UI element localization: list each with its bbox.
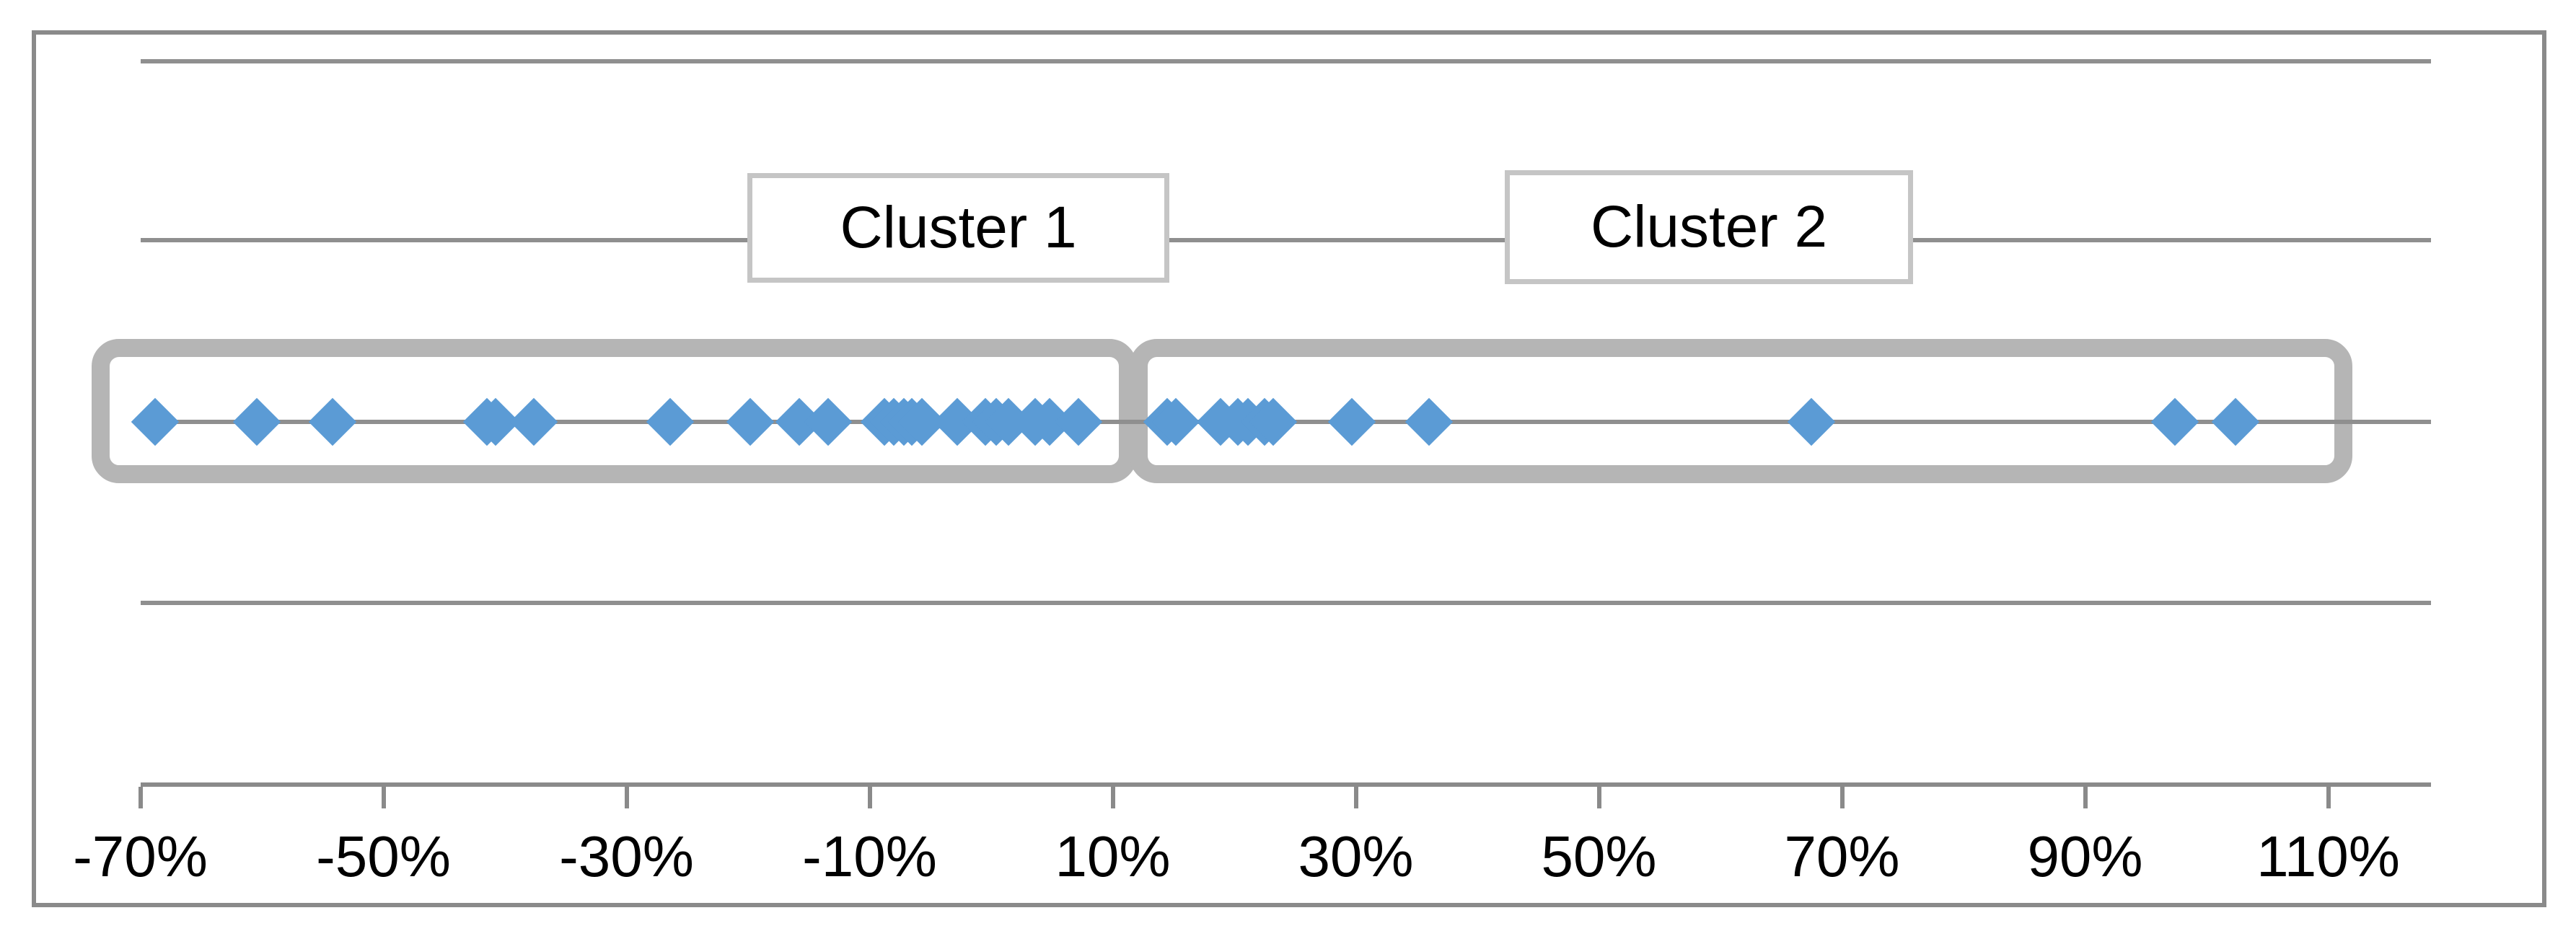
x-axis-tick-label: -30% <box>559 824 694 888</box>
x-axis-tick-label: 30% <box>1298 824 1414 888</box>
x-axis-tick <box>624 787 629 808</box>
x-axis-tick-label: 110% <box>2256 824 2400 888</box>
x-axis-tick-label: 70% <box>1784 824 1900 888</box>
cluster-2-label-box: Cluster 2 <box>1505 170 1913 284</box>
x-axis-tick <box>381 787 386 808</box>
x-axis-tick <box>1839 787 1845 808</box>
h-gridline <box>140 59 2431 63</box>
x-axis-tick <box>867 787 872 808</box>
cluster-1-label-box: Cluster 1 <box>747 173 1169 283</box>
cluster-1-outline-box <box>92 339 1138 483</box>
x-axis-tick <box>1353 787 1358 808</box>
x-axis-tick-label: 50% <box>1541 824 1657 888</box>
h-gridline <box>140 238 2431 242</box>
cluster-1-label: Cluster 1 <box>840 195 1077 260</box>
x-axis-tick-label: 90% <box>2027 824 2143 888</box>
x-axis-tick <box>1596 787 1601 808</box>
x-axis-line <box>140 782 2431 787</box>
x-axis-tick-label: -10% <box>802 824 937 888</box>
x-axis-tick-label: 10% <box>1055 824 1171 888</box>
x-axis-tick <box>138 787 143 808</box>
x-axis-tick <box>1110 787 1115 808</box>
cluster-2-outline-box <box>1130 339 2353 483</box>
chart-border-frame <box>32 30 2546 907</box>
x-axis-tick-label: -50% <box>316 824 451 888</box>
x-axis-tick-label: -70% <box>73 824 208 888</box>
x-axis-tick <box>2083 787 2088 808</box>
x-axis-tick <box>2326 787 2331 808</box>
h-gridline <box>140 601 2431 605</box>
cluster-2-label: Cluster 2 <box>1590 194 1828 260</box>
